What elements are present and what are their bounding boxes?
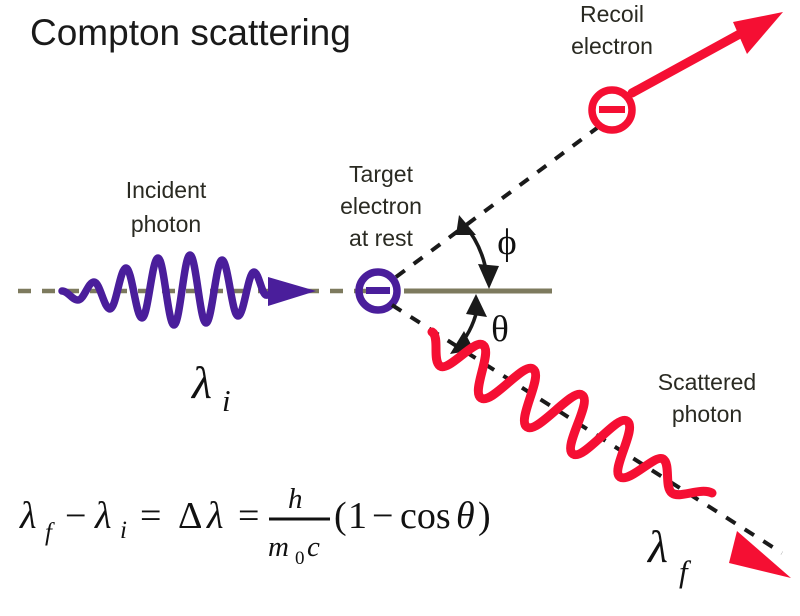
equation-lambda-i: λ (94, 495, 111, 537)
equation-equals-2: = (238, 495, 259, 537)
equation-denominator-c: c (307, 531, 320, 563)
equation-minus-operator-2: − (372, 495, 393, 537)
page-title: Compton scattering (30, 12, 351, 53)
incident-photon-label-line1: Incident (126, 177, 207, 203)
scattered-photon-label-line2: photon (672, 401, 742, 427)
recoil-electron-arrow-shaft (627, 25, 752, 98)
equation-theta: θ (456, 495, 475, 537)
phi-arc-lower-arrowhead (478, 264, 499, 289)
target-electron-label-line2: electron (340, 193, 422, 219)
target-electron-circle (355, 268, 401, 314)
equation-lambda-i-subscript: i (120, 517, 127, 544)
equation-lambda-f-subscript: f (45, 519, 55, 546)
theta-arc-upper-arrowhead (466, 294, 487, 317)
phi-angle-symbol: ϕ (497, 222, 516, 263)
lambda-initial-symbol: λ (190, 357, 212, 408)
equation-paren-close: ) (478, 495, 491, 537)
target-electron-label-line3: at rest (349, 225, 414, 251)
equation-denominator-subscript-zero: 0 (295, 548, 305, 569)
recoil-electron-minus-sign (599, 106, 625, 113)
theta-angle-symbol: θ (491, 309, 509, 350)
equation-paren-open: ( (334, 495, 347, 537)
incident-photon-wave (58, 251, 271, 329)
scattered-photon-wave (427, 327, 717, 500)
equation-cos: cos (400, 495, 451, 537)
equation-delta-symbol: Δ (178, 495, 202, 537)
recoil-electron-label-line1: Recoil (580, 1, 644, 27)
equation-numerator-h: h (288, 483, 303, 515)
equation-minus-operator-1: − (65, 495, 86, 537)
target-electron-minus-sign (366, 287, 390, 294)
recoil-electron-arrowhead (733, 12, 783, 54)
compton-shift-equation: λ f − λ i = Δ λ = h m 0 c ( 1 − cos θ ) (19, 483, 491, 569)
recoil-electron-dashed-path (394, 126, 599, 279)
equation-equals-1: = (140, 495, 161, 537)
equation-lambda-f: λ (19, 495, 36, 537)
incident-photon-label-line2: photon (131, 211, 201, 237)
equation-delta-lambda: λ (206, 495, 223, 537)
phi-arc-upper-arrowhead (456, 215, 476, 235)
lambda-initial-subscript: i (222, 383, 231, 418)
equation-denominator-m: m (268, 531, 289, 563)
recoil-electron-circle (588, 86, 636, 134)
incident-photon-arrowhead (268, 277, 316, 306)
lambda-final-symbol: λ (646, 521, 668, 572)
equation-one: 1 (348, 495, 367, 537)
scattered-photon-arrowhead (729, 531, 791, 578)
target-electron-label-line1: Target (349, 161, 414, 187)
scattered-photon-label-line1: Scattered (658, 369, 756, 395)
recoil-electron-label-line2: electron (571, 33, 653, 59)
